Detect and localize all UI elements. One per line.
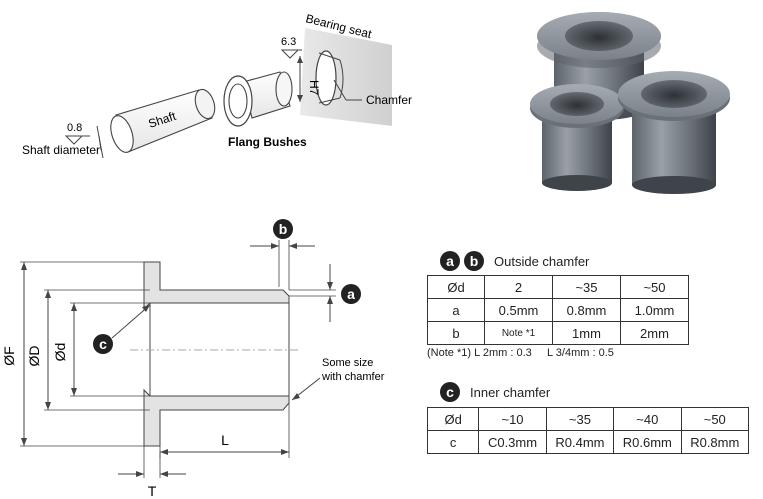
flang-bushes-label: Flang Bushes [228,135,307,149]
dim-T-label: T [148,483,157,499]
inner-chamfer-table: Ød ~10 ~35 ~40 ~50 c C0.3mm R0.4mm R0.6m… [426,407,750,454]
table-cell: 1.0mm [620,298,689,322]
bearing-seat-block [300,28,392,126]
some-size-note-line1: Some size [322,357,373,369]
table-row: Ød 2 ~35 ~50 [427,275,689,299]
outside-chamfer-table: Ød 2 ~35 ~50 a 0.5mm 0.8mm 1.0mm b Note … [427,275,689,345]
table-cell: C0.3mm [478,430,547,454]
table-row: c C0.3mm R0.4mm R0.6mm R0.8mm [426,430,750,454]
table-cell: c [426,430,480,454]
some-size-note-line2: with chamfer [321,371,385,383]
table-cell: 2 [484,275,553,299]
table-cell: Note *1 [484,321,553,345]
marker-c-label: c [99,336,107,352]
bearing-seat-bore [315,50,337,106]
inner-chamfer-title: Inner chamfer [470,384,551,400]
table-cell: b [427,321,485,345]
table-cell: ~35 [545,407,615,431]
exploded-assembly-diagram: Shaft Shaft diameter 0.8 Flang Bushes Be… [22,11,412,159]
table-cell: R0.8mm [680,430,750,454]
marker-a-badge [341,284,361,304]
outside-chamfer-footnote: (Note *1) L 2mm : 0.3 L 3/4mm : 0.5 [427,347,614,359]
shaft-roughness-value: 0.8 [67,122,82,134]
table-cell: a [427,298,485,322]
inner-chamfer-caption: c Inner chamfer [440,382,550,402]
photo-bush-medium-right [618,71,730,194]
table-cell: ~40 [613,407,682,431]
badge-c: c [440,382,460,402]
marker-c-badge [93,334,113,354]
table-cell: Ød [426,407,480,431]
bush-cross-section [143,261,290,447]
flange-bushes-photo [530,12,730,194]
table-cell: R0.4mm [545,430,615,454]
table-cell: R0.6mm [613,430,682,454]
dim-L-label: L [221,432,229,448]
dim-F-label: ØF [1,346,17,365]
table-cell: 0.8mm [552,298,621,322]
shaft-part [110,88,216,153]
dim-d-label: Ød [52,343,68,362]
table-row: a 0.5mm 0.8mm 1.0mm [427,298,689,322]
badge-a: a [440,251,460,271]
h7-tolerance-label: H7 [307,80,321,96]
seat-roughness-value: 6.3 [281,36,296,48]
table-cell: ~35 [552,275,621,299]
table-row: b Note *1 1mm 2mm [427,321,689,345]
section-drawing: b a c ØF ØD Ød L T Some size with chamfe… [1,219,385,499]
flange-bush-part [223,71,293,127]
outside-chamfer-title: Outside chamfer [494,253,590,269]
table-cell: 2mm [620,321,689,345]
shaft-diameter-label: Shaft diameter [22,143,100,157]
table-cell: ~10 [478,407,547,431]
table-row: Ød ~10 ~35 ~40 ~50 [426,407,750,431]
marker-b-badge [273,219,293,239]
dim-D-label: ØD [26,346,42,367]
badge-b: b [464,251,484,271]
table-cell: ~50 [680,407,750,431]
outside-chamfer-caption: a b Outside chamfer [440,251,589,271]
table-cell: ~50 [620,275,689,299]
chamfer-label: Chamfer [366,93,412,107]
table-cell: Ød [427,275,485,299]
photo-bush-small-front [530,84,624,191]
marker-b-label: b [279,221,288,237]
marker-a-label: a [347,286,355,302]
table-cell: 0.5mm [484,298,553,322]
table-cell: 1mm [552,321,621,345]
